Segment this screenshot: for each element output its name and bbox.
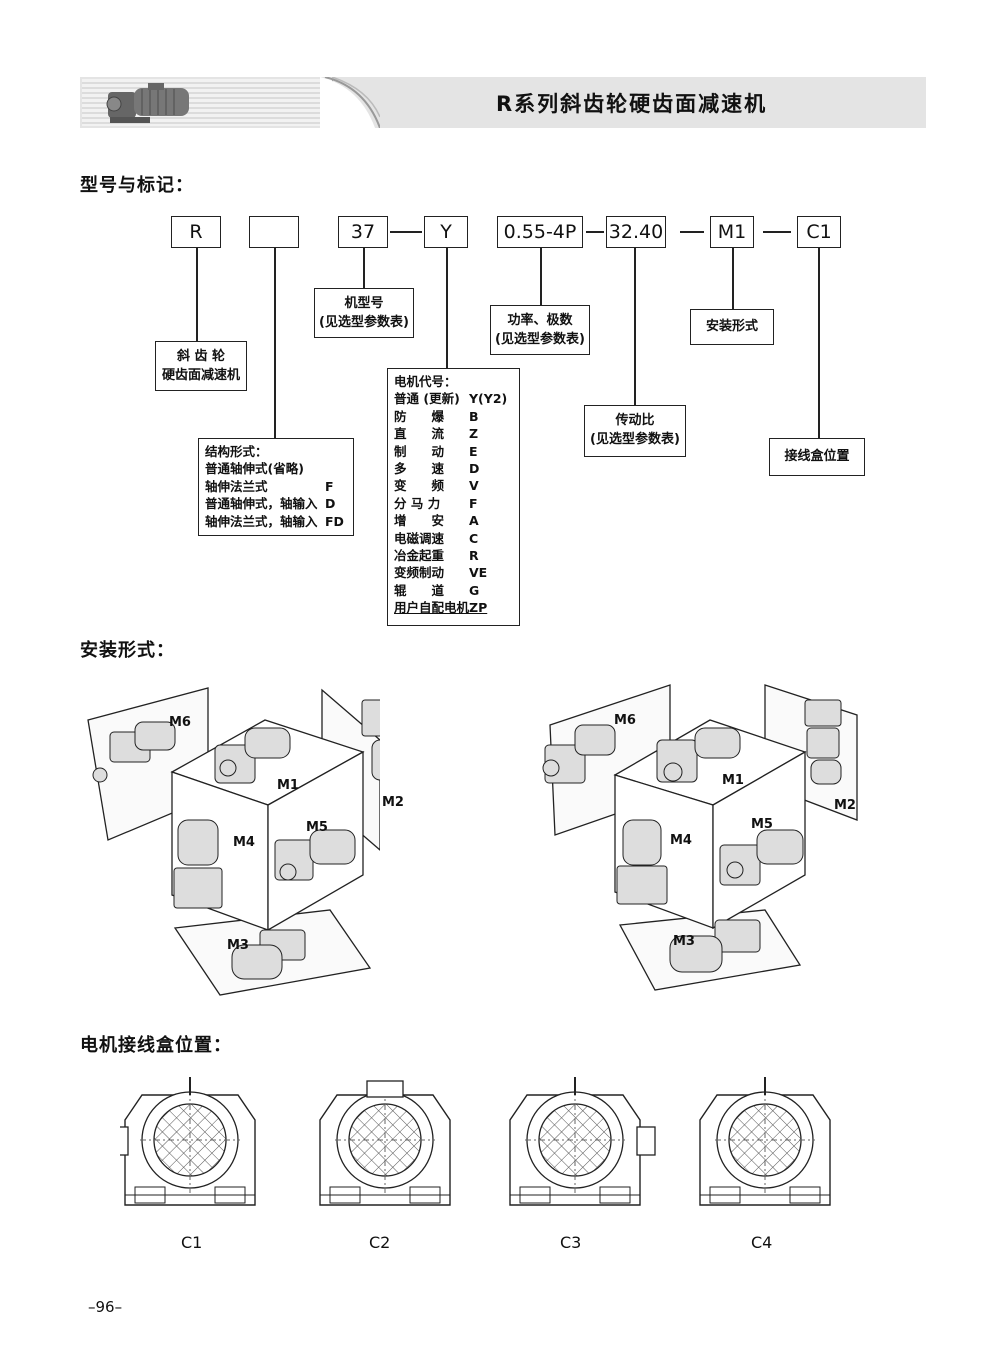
label-power-poles: 功率、极数(见选型参数表)	[490, 305, 590, 355]
page-title: R系列斜齿轮硬齿面减速机	[496, 92, 768, 116]
terminal-label-c2: C2	[369, 1233, 391, 1252]
dash-line	[763, 231, 791, 233]
terminal-position-views	[120, 1077, 831, 1206]
terminal-view-c1	[120, 1077, 256, 1206]
mounting-diagram-right	[542, 684, 858, 991]
list-item: 普通 (更新)Y(Y2)	[394, 391, 508, 407]
list-item: 普通轴伸式(省略)	[205, 461, 304, 477]
mount-label-m5: M5	[751, 817, 773, 832]
section-title-model: 型号与标记：	[80, 175, 194, 196]
code-box-ratio: 32.40	[606, 216, 666, 248]
terminal-view-c3	[509, 1077, 656, 1206]
mount-label-m4: M4	[233, 835, 255, 850]
mount-label-m5: M5	[306, 820, 328, 835]
terminal-view-c2	[319, 1080, 451, 1206]
structure-title: 结构形式：	[205, 444, 268, 459]
dash-line	[680, 231, 704, 233]
header-curve	[320, 77, 380, 128]
label-mounting: 安装形式	[690, 309, 774, 345]
leader-line	[274, 248, 276, 438]
leader-line	[818, 248, 820, 438]
page-number: –96–	[88, 1298, 123, 1316]
code-box-series: R	[171, 216, 221, 248]
code-box-frame: 37	[338, 216, 388, 248]
mount-label-m6: M6	[169, 715, 191, 730]
section-title-mounting: 安装形式：	[80, 640, 175, 661]
mount-label-m4: M4	[670, 833, 692, 848]
section-title-terminal: 电机接线盒位置：	[80, 1035, 232, 1056]
label-helical-gear: 斜 齿 轮硬齿面减速机	[155, 341, 247, 391]
gear-motor-image	[106, 83, 189, 123]
label-ratio: 传动比(见选型参数表)	[584, 405, 686, 457]
code-box-motor: Y	[424, 216, 468, 248]
mount-label-m3: M3	[227, 938, 249, 953]
mount-label-m2: M2	[834, 798, 856, 813]
mount-label-m3: M3	[673, 934, 695, 949]
terminal-label-c3: C3	[560, 1233, 582, 1252]
leader-line	[196, 248, 198, 342]
dash-line	[586, 231, 604, 233]
label-frame-size: 机型号(见选型参数表)	[314, 288, 414, 338]
code-box-structure	[249, 216, 299, 248]
mount-label-m6: M6	[614, 713, 636, 728]
dash-line	[390, 231, 422, 233]
mounting-diagram-left	[87, 687, 380, 996]
leader-line	[634, 248, 636, 406]
terminal-label-c1: C1	[181, 1233, 203, 1252]
leader-line	[732, 248, 734, 310]
code-box-mount: M1	[710, 216, 754, 248]
mount-label-m1: M1	[722, 773, 744, 788]
terminal-label-c4: C4	[751, 1233, 773, 1252]
leader-line	[446, 248, 448, 368]
mount-label-m1: M1	[277, 778, 299, 793]
code-box-terminal: C1	[797, 216, 841, 248]
code-box-power: 0.55-4P	[497, 216, 583, 248]
motor-code-title: 电机代号：	[394, 374, 457, 389]
leader-line	[540, 248, 542, 306]
terminal-view-c4	[699, 1077, 831, 1206]
leader-line	[363, 248, 365, 288]
mount-label-m2: M2	[382, 795, 404, 810]
label-terminal-box: 接线盒位置	[769, 438, 865, 476]
